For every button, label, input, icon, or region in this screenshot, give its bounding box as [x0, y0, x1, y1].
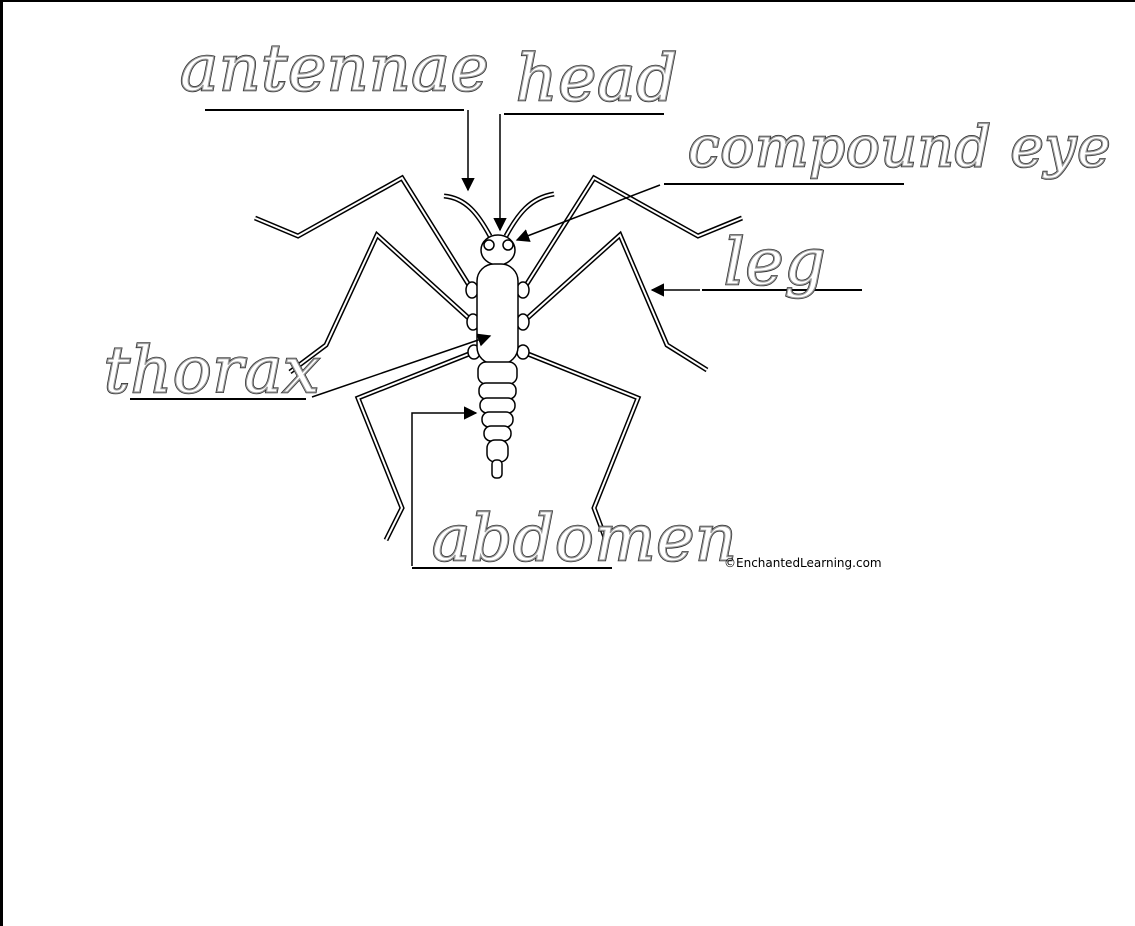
compound-eye-pointer — [515, 184, 661, 242]
svg-text:leg: leg — [724, 226, 826, 300]
svg-text:head: head — [516, 42, 678, 116]
label-antennae: antennae antennae — [179, 31, 490, 108]
middle-right-leg — [521, 230, 709, 373]
thorax-pointer — [311, 333, 492, 398]
svg-text:compound eye: compound eye — [688, 115, 1111, 180]
antenna-right — [503, 191, 555, 238]
copyright-credit: ©EnchantedLearning.com — [724, 556, 882, 570]
middle-left-leg — [288, 230, 475, 374]
svg-text:antennae: antennae — [180, 32, 489, 106]
joint — [465, 281, 479, 299]
label-head: head head — [515, 41, 679, 118]
insect-illustration — [254, 174, 743, 542]
hind-right-leg — [522, 349, 642, 541]
joint — [516, 344, 530, 360]
front-left-leg — [254, 174, 475, 292]
svg-text:abdomen: abdomen — [432, 502, 737, 576]
insect-thorax — [476, 263, 519, 365]
label-compound-eye: compound eye compound eye — [687, 114, 1112, 182]
svg-text:thorax: thorax — [104, 334, 320, 408]
svg-text:thorax: thorax — [104, 334, 320, 408]
label-thorax: thorax thorax — [103, 333, 321, 410]
label-leg: leg leg — [723, 225, 827, 302]
label-abdomen: abdomen abdomen — [431, 501, 738, 578]
svg-text:abdomen: abdomen — [432, 502, 737, 576]
handwritten-labels: antennae antennae head head compound eye… — [103, 31, 1112, 578]
left-eye — [483, 239, 495, 251]
joint — [516, 281, 530, 299]
label-lines — [130, 109, 904, 569]
antenna-left — [443, 193, 493, 238]
svg-text:compound eye: compound eye — [688, 115, 1111, 180]
abdomen-pointer — [411, 406, 478, 566]
joint — [516, 313, 530, 331]
svg-text:antennae: antennae — [180, 32, 489, 106]
right-eye — [502, 239, 514, 251]
hind-left-leg — [354, 349, 475, 542]
insect-abdomen — [477, 361, 518, 479]
front-right-leg — [520, 174, 743, 292]
svg-text:head: head — [516, 42, 678, 116]
svg-text:leg: leg — [724, 226, 826, 300]
